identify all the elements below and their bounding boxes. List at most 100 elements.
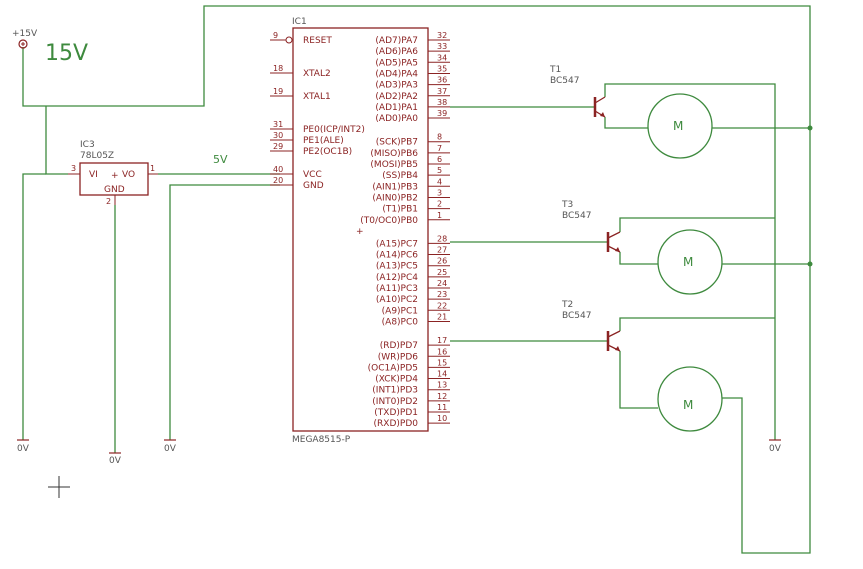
ic1-pin-right[interactable]: 22(A9)PC1 — [382, 301, 450, 316]
supply-symbol-icon — [18, 39, 28, 49]
pin-number: 31 — [273, 120, 283, 129]
pin-label: GND — [303, 181, 324, 191]
pin-label: (AD7)PA7 — [375, 36, 418, 46]
motor-2[interactable]: M — [657, 366, 723, 432]
ic3-vo-label: VO — [122, 170, 135, 180]
wire-vi-ground — [22, 173, 46, 440]
ic1-pin-right[interactable]: 13(INT1)PD3 — [372, 381, 450, 396]
ic1-pin-right[interactable]: 38(AD1)PA1 — [375, 98, 450, 113]
crosshair-cursor-icon — [48, 476, 70, 498]
ground-icon: 0V — [17, 439, 30, 454]
ic1-pin-right[interactable]: 3(AIN0)PB2 — [372, 188, 450, 203]
ic1-pin-right[interactable]: 4(AIN1)PB3 — [372, 177, 450, 192]
pin-number: 2 — [437, 200, 442, 209]
ic1-pin-right[interactable]: 5(SS)PB4 — [382, 166, 450, 181]
pin-label: (AD3)PA3 — [375, 81, 418, 91]
ic1-pin-right[interactable]: 21(A8)PC0 — [382, 312, 450, 327]
pin-label: (A15)PC7 — [376, 239, 418, 249]
pin-number: 19 — [273, 87, 283, 96]
ic1-pin-right[interactable]: 2 (T1)PB1 — [382, 200, 450, 215]
pin-label: (AIN1)PB3 — [372, 182, 418, 192]
ic1-pin-right[interactable]: 24(A11)PC3 — [376, 279, 450, 294]
pin-label: (RD)PD7 — [380, 341, 418, 351]
pin-number: 26 — [437, 257, 447, 266]
ic1-pin-right[interactable]: 14(XCK)PD4 — [375, 370, 450, 385]
pin-label: (WR)PD6 — [378, 352, 419, 362]
motor-label: M — [673, 119, 683, 133]
ground-icon: 0V — [769, 439, 782, 454]
svg-text:0V: 0V — [164, 444, 177, 454]
wire-t1-emitter — [604, 117, 648, 129]
wire-t1-collector — [604, 83, 776, 440]
ic1-pin-right[interactable]: 11(TXD)PD1 — [374, 403, 450, 418]
ic1-pin-right[interactable]: 1(T0/OC0)PB0 — [360, 211, 450, 226]
transistor-t1[interactable]: T1 BC547 — [549, 65, 606, 118]
pin-label: (MISO)PB6 — [370, 149, 418, 159]
pin-label: (T1)PB1 — [382, 205, 418, 215]
ic1-pin-right[interactable]: 26(A13)PC5 — [376, 257, 450, 272]
wire-ic-gnd — [169, 184, 280, 440]
ic1-pin-right[interactable]: 16(WR)PD6 — [378, 347, 450, 362]
transistor-collector-icon — [607, 330, 621, 338]
ic3-plus-label: + — [111, 171, 119, 181]
pin-number: 9 — [273, 31, 278, 40]
ground-symbols: 0V 0V 0V 0V — [17, 439, 782, 466]
motor-3[interactable]: M — [657, 229, 723, 295]
pin-label: (AD6)PA6 — [375, 47, 418, 57]
ic1-pin-right[interactable]: 17(RD)PD7 — [380, 336, 450, 351]
pin-number: 18 — [273, 64, 283, 73]
emitter-arrow-icon — [600, 112, 605, 117]
ic1-pin-right[interactable]: 37(AD2)PA2 — [375, 87, 450, 102]
transistor-part: BC547 — [550, 76, 579, 86]
ic1-pin-right[interactable]: 27(A14)PC6 — [376, 246, 450, 261]
pin-label: (SS)PB4 — [382, 171, 418, 181]
ic1-pin-right[interactable]: 25(A12)PC4 — [376, 268, 450, 283]
ic1-pin-right[interactable]: 32(AD7)PA7 — [375, 31, 450, 46]
junction-dot — [807, 125, 813, 131]
pin-number: 33 — [437, 42, 447, 51]
motor-1[interactable]: M — [647, 93, 713, 159]
svg-text:0V: 0V — [109, 456, 122, 466]
ic1-pin-right[interactable]: 7(MISO)PB6 — [370, 144, 450, 159]
ic1-pin-right[interactable]: 35(AD4)PA4 — [375, 64, 450, 79]
supply-15v[interactable]: +15V 15V — [12, 29, 88, 66]
pin-label: PE0(ICP/INT2) — [303, 125, 365, 135]
ic1-pin-right[interactable]: 28 (A15)PC7 — [376, 234, 450, 249]
ic3-name: IC3 — [80, 140, 95, 150]
wire-top-supply — [22, 5, 811, 554]
ic1-pin-right[interactable]: 23(A10)PC2 — [376, 290, 450, 305]
pin-label: (AD5)PA5 — [375, 58, 418, 68]
pin-number: 11 — [437, 403, 447, 412]
junctions — [807, 125, 813, 267]
ic1-pin-right[interactable]: 15(OC1A)PD5 — [368, 358, 450, 373]
transistor-t2[interactable]: T2 BC547 — [561, 300, 621, 352]
transistor-t3[interactable]: T3 BC547 — [561, 200, 621, 253]
ic1-pin-right[interactable]: 6(MOSI)PB5 — [370, 155, 450, 170]
pin-number: 29 — [273, 142, 283, 151]
ic1-pin-right[interactable]: 34 (AD5)PA5 — [375, 53, 450, 68]
ic1-pin-right[interactable]: 39(AD0)PA0 — [375, 109, 450, 124]
ic1-pin-right[interactable]: 12(INT0)PD2 — [372, 392, 450, 407]
ic1-pin-right[interactable]: 10(RXD)PD0 — [374, 414, 450, 429]
wire-t3-collector — [619, 217, 775, 232]
pin-number: 28 — [437, 234, 447, 243]
pin-label: (AIN0)PB2 — [372, 193, 418, 203]
ic3-regulator[interactable]: IC3 78L05Z VI + VO GND 3 1 2 — [68, 140, 158, 206]
ic1-pin-right[interactable]: 8(SCK)PB7 — [376, 133, 450, 148]
ic1-pin-right[interactable]: 36(AD3)PA3 — [375, 76, 450, 91]
pin-label: (A8)PC0 — [382, 317, 419, 327]
pin-number: 14 — [437, 370, 447, 379]
ic3-vi-label: VI — [89, 170, 98, 180]
pin-number: 34 — [437, 53, 447, 62]
ic1-pin-right[interactable]: 33 (AD6)PA6 — [375, 42, 450, 57]
ic1-microcontroller[interactable]: IC1 MEGA8515-P 9RESET18XTAL219XTAL131PE0… — [270, 17, 450, 445]
